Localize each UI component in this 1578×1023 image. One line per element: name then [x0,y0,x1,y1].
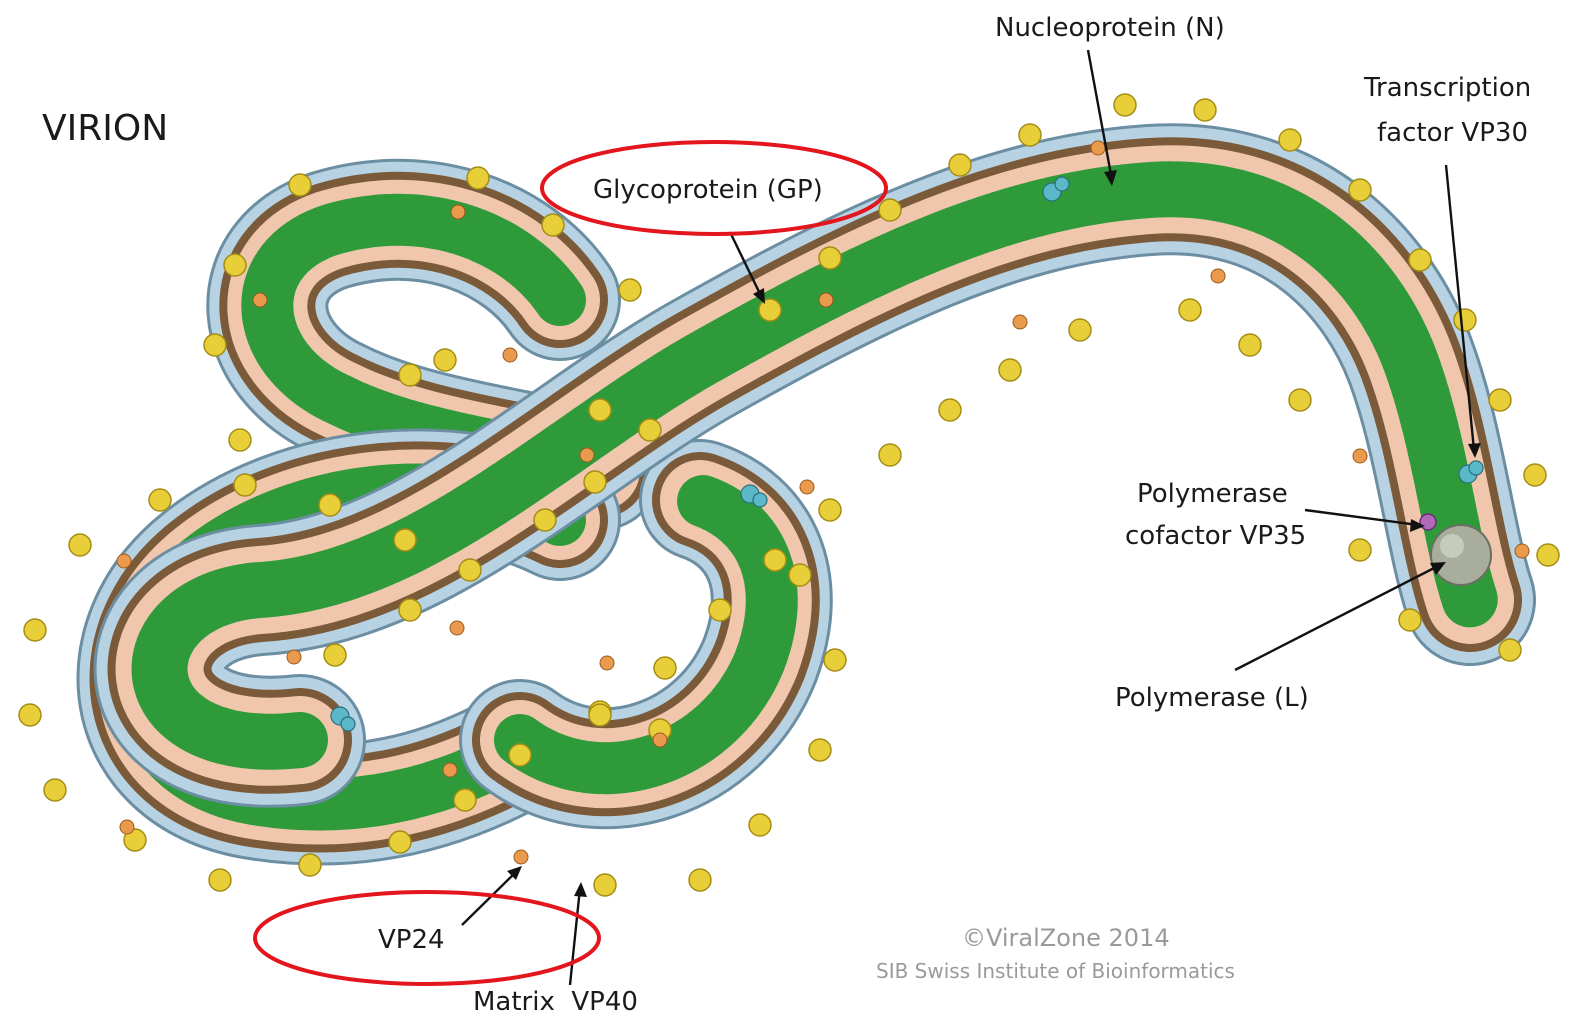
arrow-matrix [570,888,580,985]
arrowhead-matrix [574,882,587,897]
label-polymerase: Polymerase (L) [1115,683,1309,713]
credit-line2: SIB Swiss Institute of Bioinformatics [876,959,1235,983]
label-transcription-line1: Transcription [1363,73,1531,103]
diagram-title: VIRION [42,108,168,149]
virion-body [19,94,1559,896]
credit-line1: ©ViralZone 2014 [962,924,1170,952]
label-transcription-line2: factor VP30 [1377,118,1528,148]
label-matrix: Matrix VP40 [473,987,638,1017]
label-vp24: VP24 [378,925,445,955]
label-nucleoprotein: Nucleoprotein (N) [995,13,1225,43]
label-cofactor-line1: Polymerase [1137,479,1288,509]
label-cofactor-line2: cofactor VP35 [1125,521,1306,551]
label-glycoprotein: Glycoprotein (GP) [593,175,823,205]
